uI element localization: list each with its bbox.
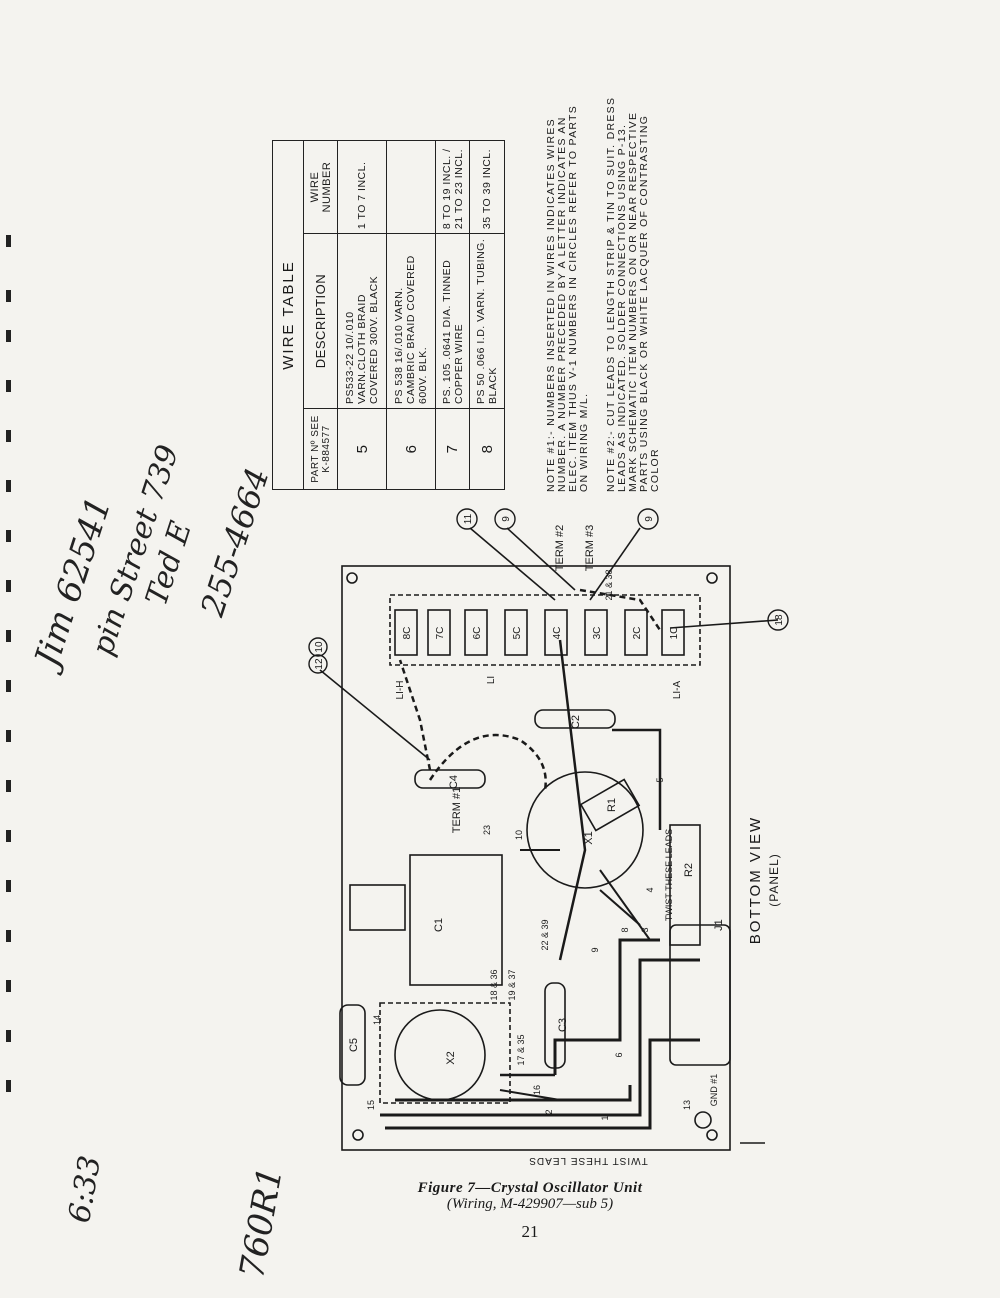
view-label: BOTTOM VIEW — [747, 816, 764, 944]
terminal-label: 4C — [552, 627, 563, 640]
terminal-label: 6C — [472, 627, 483, 640]
terminal-label: 2C — [632, 627, 643, 640]
panel-outline — [341, 565, 731, 1151]
circle-ref: 10 — [314, 641, 325, 653]
c1-label: C1 — [433, 918, 445, 932]
terminal-strip — [394, 609, 685, 656]
wire-label: 2 — [544, 1109, 554, 1114]
x2-socket — [394, 1009, 486, 1101]
wire-label: 21 & 38 — [604, 569, 614, 600]
wire-label: 1 — [600, 1115, 610, 1120]
c5-label: C5 — [348, 1038, 360, 1052]
twist-label: TWIST THESE LEADS — [528, 1155, 647, 1166]
figure-title: Figure 7—Crystal Oscillator Unit — [417, 1180, 643, 1196]
terminal-label: 1C — [669, 627, 680, 640]
gnd-lug — [694, 1111, 712, 1129]
wire-label: 18 & 36 — [489, 969, 499, 1000]
li-a-label: LI-A — [672, 681, 683, 700]
x2-label: X2 — [445, 1051, 457, 1064]
view-sublabel: (PANEL) — [767, 853, 781, 906]
wire-label: 17 & 35 — [516, 1034, 526, 1065]
circle-ref: 12 — [314, 658, 325, 670]
wire-label: 4 — [645, 887, 655, 892]
wire-label: 22 & 39 — [540, 919, 550, 950]
term2-label: TERM #2 — [554, 525, 566, 571]
c2-label: C2 — [570, 715, 582, 729]
li-h-label: LI-H — [395, 681, 406, 700]
circle-ref: 11 — [463, 513, 474, 524]
x1-socket — [526, 771, 644, 889]
wire-label: 15 — [366, 1100, 376, 1110]
wire-label: 14 — [372, 1015, 382, 1025]
terminal-label: 3C — [592, 627, 603, 640]
circle-ref: 18 — [774, 614, 785, 626]
spiral-binding — [6, 235, 11, 1092]
terminal-label: 8C — [402, 627, 413, 640]
terminal-label: 7C — [435, 627, 446, 640]
term3-label: TERM #3 — [584, 525, 596, 571]
r1-label: R1 — [606, 798, 618, 812]
term1-label: TERM #1 — [451, 787, 463, 833]
c3-label: C3 — [557, 1018, 569, 1032]
wire-label: 9 — [590, 947, 600, 952]
r2-label: R2 — [683, 863, 695, 877]
wire-label: 10 — [514, 830, 524, 840]
x1-label: X1 — [583, 831, 595, 844]
wire-label: 19 & 37 — [507, 969, 517, 1000]
figure-caption: Figure 7—Crystal Oscillator Unit (Wiring… — [380, 1180, 680, 1212]
j1-label: J1 — [713, 919, 725, 931]
wire-label: 16 — [532, 1085, 542, 1095]
wire-label: 3 — [640, 927, 650, 932]
figure-subtitle: (Wiring, M-429907—sub 5) — [446, 1196, 614, 1212]
circle-ref: 9 — [644, 516, 655, 522]
circle-ref: 9 — [501, 516, 512, 522]
li-label: LI — [486, 676, 497, 684]
page-number: 21 — [521, 1222, 539, 1241]
c4-label: C4 — [448, 775, 460, 789]
wire-label: 8 — [620, 927, 630, 932]
wire-label: 23 — [482, 825, 492, 835]
wire-label: 6 — [614, 1052, 624, 1057]
terminal-label: 5C — [512, 627, 523, 640]
twist-label: TWIST THESE LEADS — [664, 829, 674, 921]
wire-label: 5 — [655, 777, 665, 782]
c1-capacitor — [409, 854, 503, 986]
gnd-label: GND #1 — [709, 1074, 719, 1107]
wire-label: 13 — [682, 1100, 692, 1110]
